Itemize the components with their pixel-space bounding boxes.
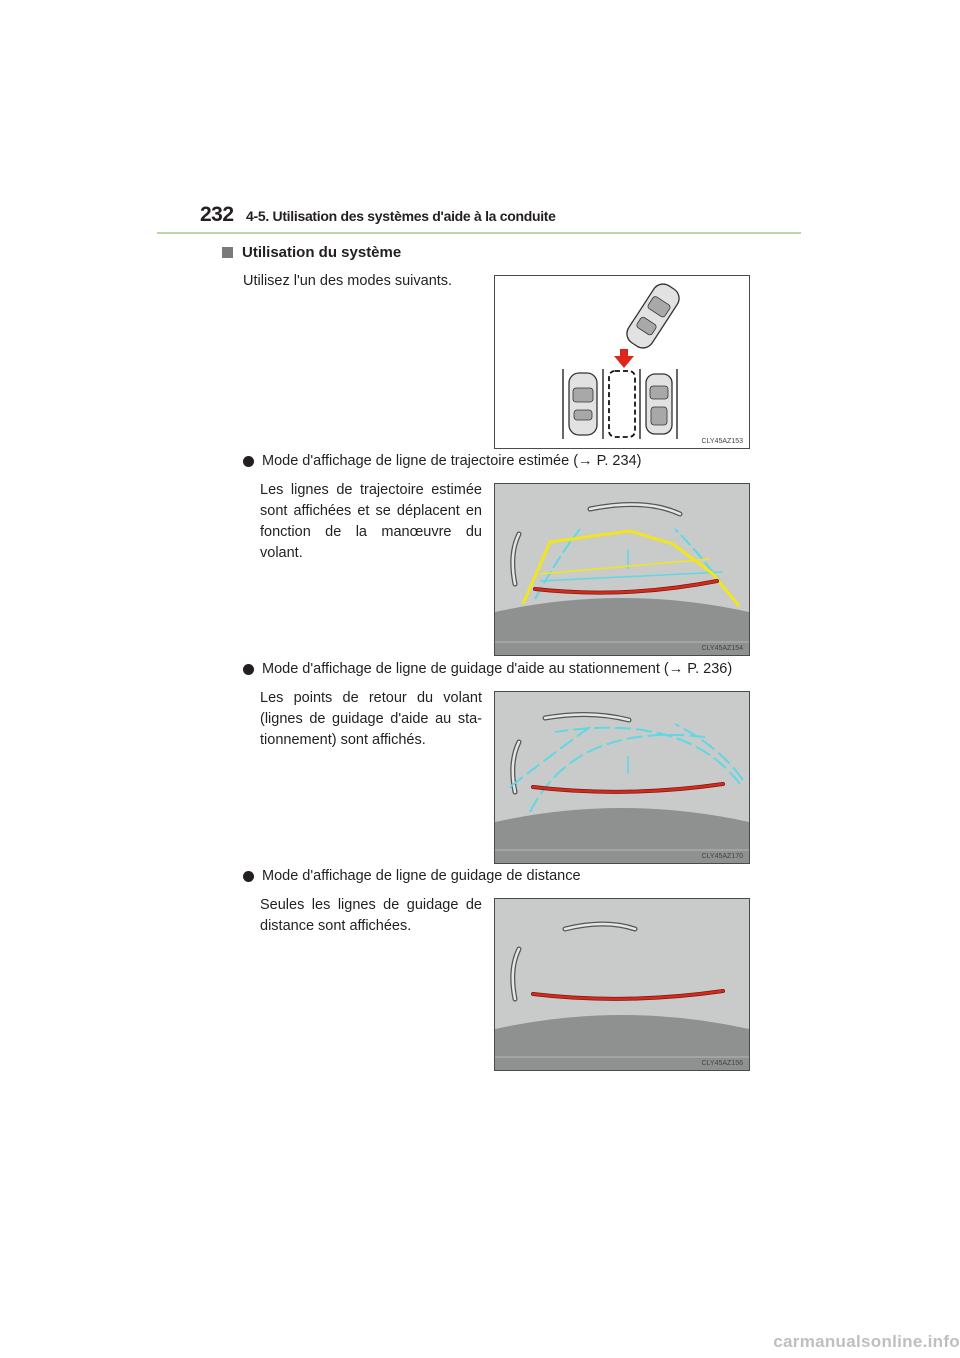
figure-distance-guide-mode: CLY45AZ156 bbox=[494, 898, 750, 1071]
figure-code: CLY45AZ153 bbox=[701, 438, 743, 445]
round-bullet-icon bbox=[243, 663, 254, 675]
arrow-icon bbox=[614, 349, 634, 368]
figure-code: CLY45AZ156 bbox=[701, 1060, 743, 1067]
mode-distance-guide-label: Mode d'affichage de ligne de guidage de … bbox=[262, 868, 581, 884]
mode-distance-guide-description: Seules les lignes de guidage de distance… bbox=[260, 897, 482, 934]
mode-trajectory-title: Mode d'affichage de ligne de trajectoire… bbox=[243, 453, 641, 469]
figure-code: CLY45AZ154 bbox=[701, 645, 743, 652]
heading-text: Utilisation du système bbox=[242, 244, 402, 261]
parking-diagram-illustration bbox=[562, 283, 680, 439]
parking-guide-mode-screen bbox=[495, 692, 749, 863]
section-title: 4-5. Utilisation des systèmes d'aide à l… bbox=[246, 208, 556, 224]
figure-parking-guide-mode: CLY45AZ170 bbox=[494, 691, 750, 864]
figure-code: CLY45AZ170 bbox=[701, 853, 743, 860]
page-number: 232 bbox=[200, 203, 234, 226]
mode-distance-guide-title: Mode d'affichage de ligne de guidage de … bbox=[243, 868, 581, 884]
figure-parking-diagram: CLY45AZ153 bbox=[494, 275, 750, 449]
figure-trajectory-mode: CLY45AZ154 bbox=[494, 483, 750, 656]
trajectory-mode-screen bbox=[495, 484, 749, 655]
square-bullet-icon bbox=[222, 247, 233, 258]
section-heading: Utilisation du système bbox=[222, 244, 401, 261]
round-bullet-icon bbox=[243, 870, 254, 882]
round-bullet-icon bbox=[243, 455, 254, 467]
mode-parking-guide-label: Mode d'affichage de ligne de guidage d'a… bbox=[262, 661, 733, 677]
mode-parking-guide-description: Les points de retour du volant (lignes d… bbox=[260, 690, 482, 748]
mode-trajectory-description: Les lignes de trajectoire estimée sont a… bbox=[260, 482, 482, 561]
mode-trajectory-label: Mode d'affichage de ligne de trajectoire… bbox=[262, 453, 642, 469]
distance-guide-mode-screen bbox=[495, 899, 749, 1070]
intro-text: Utilisez l'un des modes suivants. bbox=[243, 273, 453, 289]
header-divider bbox=[157, 232, 801, 234]
mode-parking-guide-title: Mode d'affichage de ligne de guidage d'a… bbox=[243, 661, 732, 677]
watermark: carmanualsonline.info bbox=[773, 1332, 960, 1351]
